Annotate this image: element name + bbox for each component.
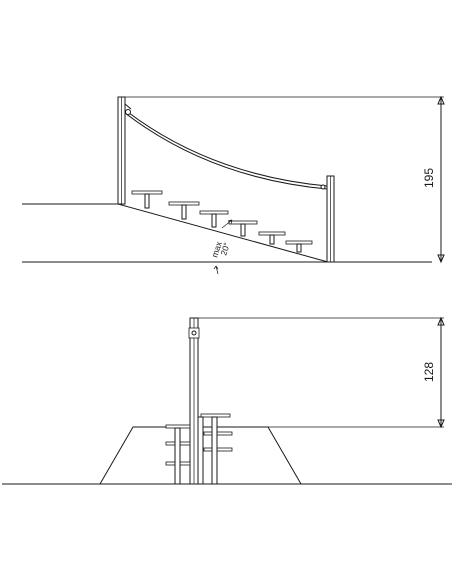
front-dim-arrow-bottom [437, 419, 445, 429]
side-platform-3-stem [211, 213, 217, 228]
side-rope-anchor-left-tab [124, 103, 132, 110]
front-height-label: 128 [422, 362, 436, 382]
slope-arrow-upper [221, 219, 233, 229]
front-post-anchor [191, 330, 197, 336]
front-view: 128 [2, 316, 452, 485]
slope-arrow-lower-head [213, 265, 219, 270]
slope-label-max: max [209, 240, 224, 259]
side-platform-1-stem [144, 193, 150, 209]
front-right-platform-2 [203, 431, 233, 436]
front-left-platform-stem [174, 427, 181, 485]
side-dim-arrow-top [437, 95, 445, 105]
side-stepping-platforms [131, 190, 313, 253]
slope-arrow-lower [215, 265, 219, 275]
side-dim-arrow-bottom [437, 254, 445, 264]
side-rope-lower [124, 112, 328, 190]
side-height-label: 195 [422, 168, 436, 188]
slope-label-angle: 20° [218, 241, 231, 256]
slope-arrow-upper-head [227, 219, 233, 225]
front-right-platforms [197, 413, 233, 485]
side-view: max 20° 195 [22, 95, 445, 275]
side-platform-6-stem [296, 243, 302, 253]
front-right-platform-stem [211, 416, 218, 485]
side-rope-anchor-right [320, 184, 326, 190]
front-right-platform-3 [203, 447, 233, 452]
front-right-platform-stem-2 [197, 416, 204, 485]
side-platform-2-stem [181, 204, 187, 220]
front-left-platforms [165, 424, 191, 485]
side-platform-5-stem [269, 234, 275, 245]
side-rope-anchor-left [125, 109, 131, 115]
side-platform-4-stem [240, 223, 246, 237]
front-dim-arrow-top [437, 316, 445, 326]
side-rope-upper [124, 109, 328, 187]
